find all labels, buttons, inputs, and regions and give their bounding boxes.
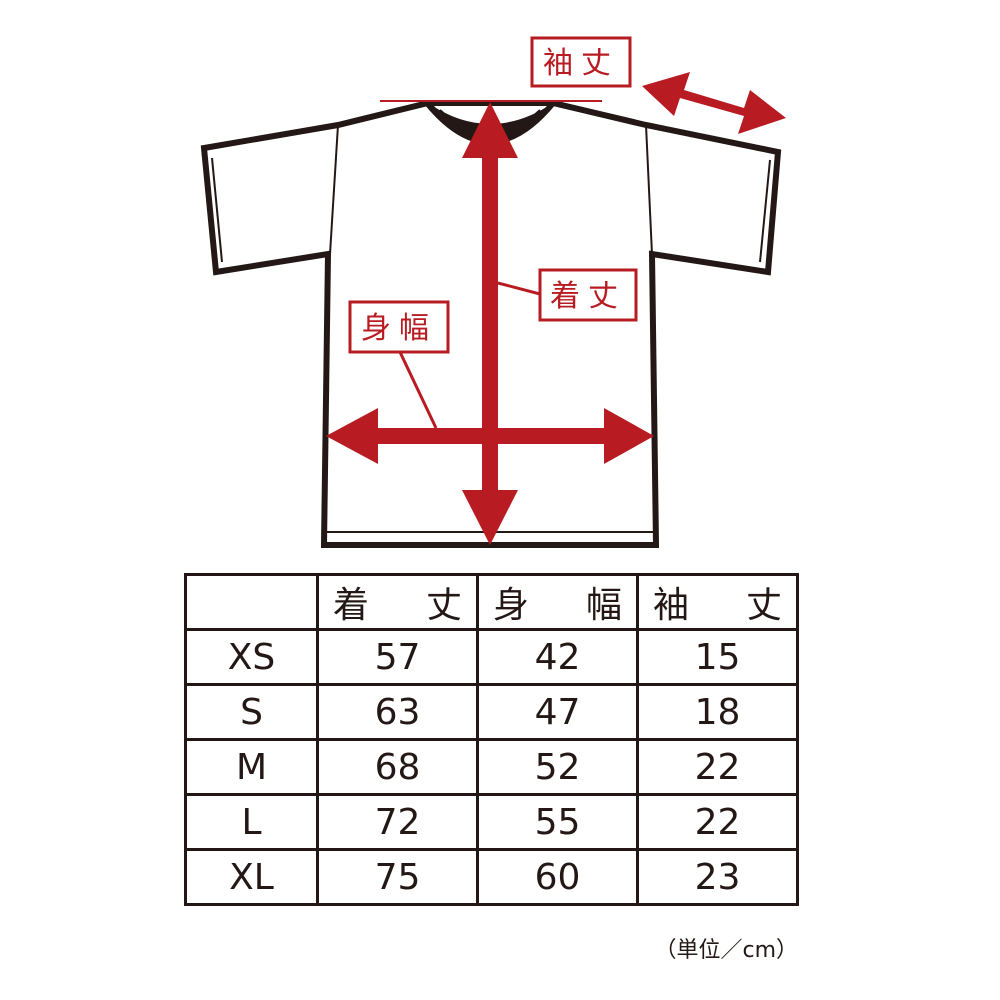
table-row: XS 57 42 15 bbox=[184, 628, 799, 686]
header-body-width-text: 身幅 bbox=[493, 585, 622, 626]
body-length-cell: 75 bbox=[316, 848, 479, 906]
body-width-cell: 55 bbox=[476, 793, 639, 851]
unit-note: （単位／cm） bbox=[654, 938, 798, 963]
sleeve-length-cell: 23 bbox=[636, 848, 799, 906]
header-blank-cell bbox=[184, 573, 319, 631]
sleeve-length-cell: 22 bbox=[636, 793, 799, 851]
sleeve-length-cell: 18 bbox=[636, 683, 799, 741]
header-sleeve-length: 袖丈 bbox=[636, 573, 799, 631]
body-width-cell: 47 bbox=[476, 683, 639, 741]
table-row: S 63 47 18 bbox=[184, 683, 799, 741]
table-header-row: 着丈 身幅 袖丈 bbox=[184, 573, 799, 631]
size-cell: S bbox=[184, 683, 319, 741]
body-length-label: 着丈 bbox=[538, 268, 638, 322]
header-body-length-text: 着丈 bbox=[333, 585, 462, 626]
body-width-cell: 42 bbox=[476, 628, 639, 686]
size-table: 着丈 身幅 袖丈 XS 57 42 15 S 63 47 18 M 68 52 … bbox=[184, 573, 799, 906]
table-row: L 72 55 22 bbox=[184, 793, 799, 851]
body-width-cell: 60 bbox=[476, 848, 639, 906]
header-body-width: 身幅 bbox=[476, 573, 639, 631]
body-length-arrow bbox=[462, 102, 518, 545]
body-length-cell: 72 bbox=[316, 793, 479, 851]
body-length-cell: 63 bbox=[316, 683, 479, 741]
tshirt-diagram: 袖丈 着丈 身幅 bbox=[200, 36, 786, 548]
sleeve-length-arrow bbox=[642, 72, 786, 134]
body-width-leader bbox=[398, 351, 438, 429]
body-width-label: 身幅 bbox=[348, 300, 450, 354]
table-row: XL 75 60 23 bbox=[184, 848, 799, 906]
body-width-label-text: 身幅 bbox=[361, 311, 437, 346]
size-cell: XS bbox=[184, 628, 319, 686]
size-cell: M bbox=[184, 738, 319, 796]
body-width-arrow bbox=[326, 408, 654, 464]
sleeve-length-label-text: 袖丈 bbox=[543, 46, 619, 81]
sleeve-length-label: 袖丈 bbox=[530, 36, 632, 88]
size-cell: XL bbox=[184, 848, 319, 906]
body-width-cell: 52 bbox=[476, 738, 639, 796]
header-sleeve-length-text: 袖丈 bbox=[653, 585, 782, 626]
header-body-length: 着丈 bbox=[316, 573, 479, 631]
size-cell: L bbox=[184, 793, 319, 851]
table-row: M 68 52 22 bbox=[184, 738, 799, 796]
sleeve-length-cell: 15 bbox=[636, 628, 799, 686]
body-length-cell: 57 bbox=[316, 628, 479, 686]
body-length-label-text: 着丈 bbox=[550, 279, 626, 314]
sleeve-length-cell: 22 bbox=[636, 738, 799, 796]
body-length-leader bbox=[497, 281, 541, 296]
body-length-cell: 68 bbox=[316, 738, 479, 796]
